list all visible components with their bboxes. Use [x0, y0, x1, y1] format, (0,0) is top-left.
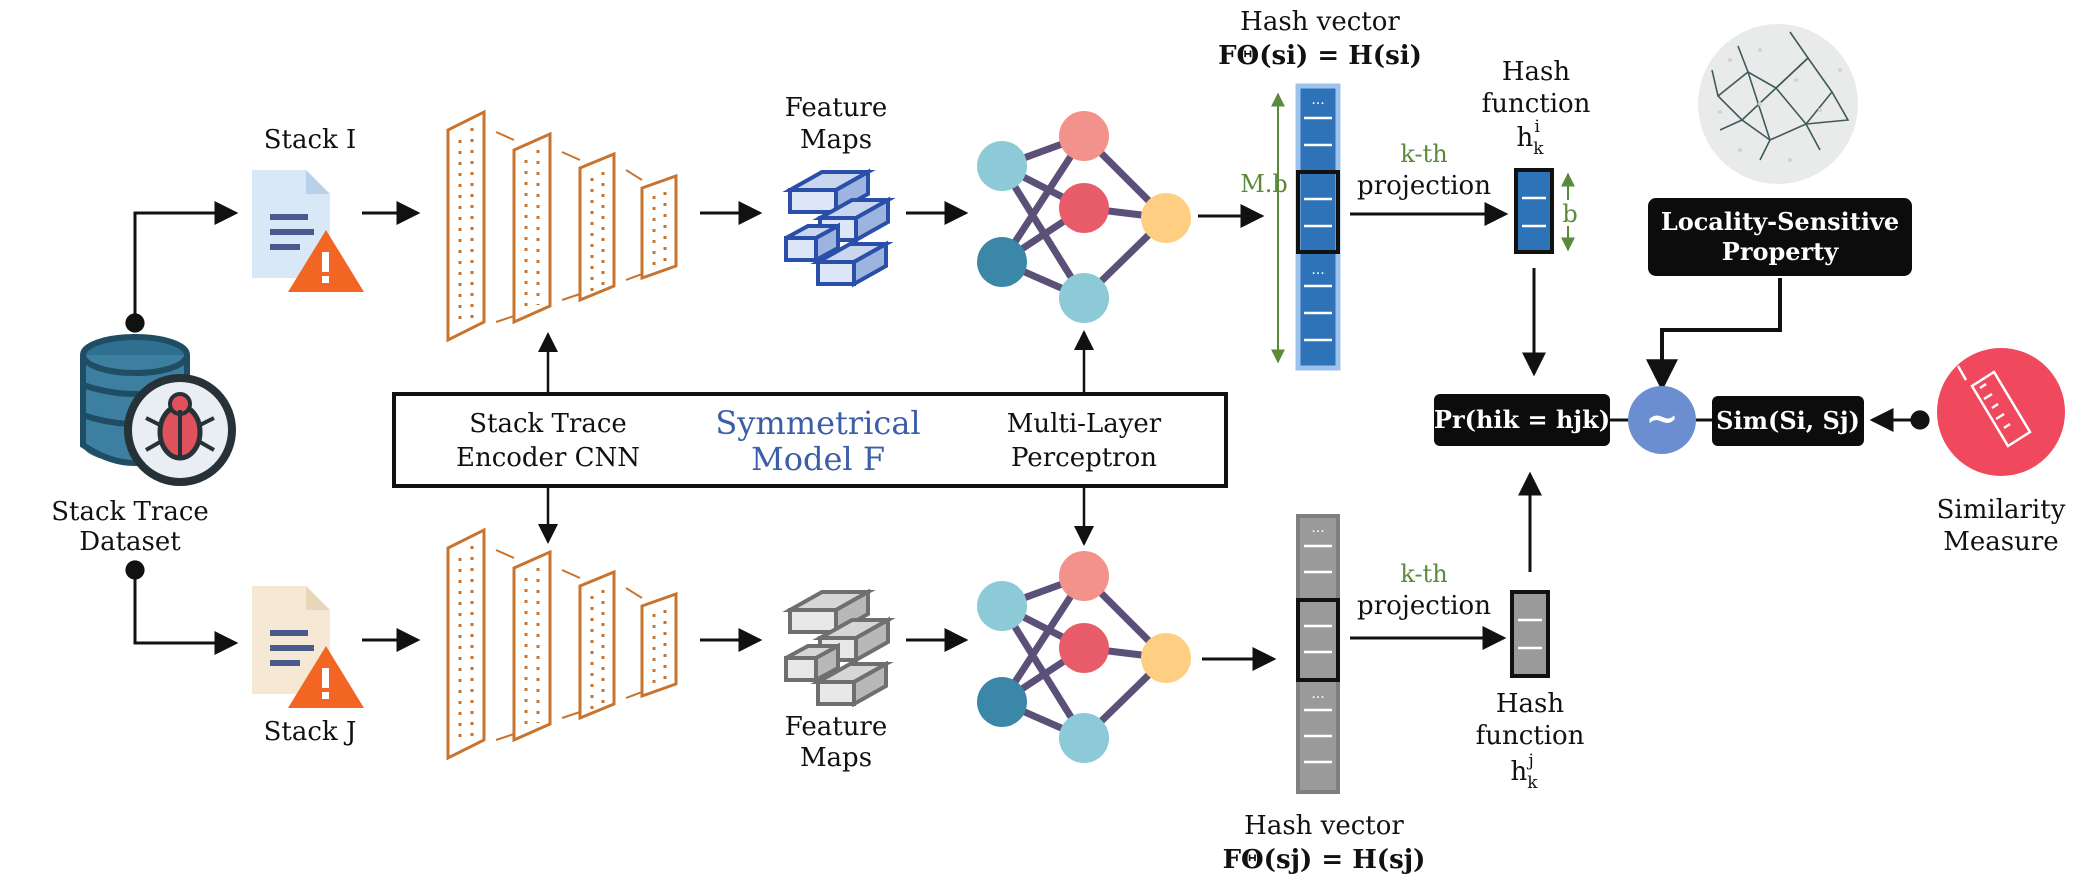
mlp-label-line1: Multi-Layer — [1007, 409, 1162, 439]
hash-vector-top-dots-upper: ... — [1311, 92, 1324, 108]
hash-function-bottom-cell — [1510, 590, 1550, 678]
hash-function-bottom-line2: function — [1476, 721, 1585, 751]
bug-icon — [124, 374, 236, 486]
symmetrical-model-box — [392, 392, 1228, 488]
b-label: b — [1562, 200, 1577, 228]
hash-vector-top — [1295, 83, 1341, 371]
dataset-label-line1: Stack Trace — [51, 497, 209, 527]
similarity-measure-line2: Measure — [1943, 527, 2058, 557]
cnn-neuron-dots-top — [458, 128, 667, 325]
lsh-property-line2: Property — [1722, 237, 1839, 266]
encoder-label-line1: Stack Trace — [469, 409, 627, 439]
hash-vector-top-formula: FΘ(si) = H(si) — [1218, 41, 1422, 71]
stack-j-label: Stack J — [264, 717, 357, 747]
cnn-layers-top — [446, 109, 678, 343]
hash-vector-top-dots-lower: ... — [1311, 262, 1324, 278]
hash-vector-bottom — [1296, 514, 1340, 794]
encoder-label-line2: Encoder CNN — [456, 443, 640, 473]
feature-maps-bottom-line2: Maps — [800, 743, 872, 773]
projection-bottom-line2: projection — [1357, 591, 1491, 621]
probability-box — [1434, 394, 1610, 446]
cnn-layers-bottom — [446, 527, 678, 761]
hash-vector-bottom-formula: FΘ(sj) = H(sj) — [1223, 845, 1426, 875]
document-warning-icon-bottom — [252, 586, 364, 708]
feature-maps-top-line2: Maps — [800, 125, 872, 155]
hash-vector-bottom-dots-upper: ... — [1311, 520, 1324, 536]
tilde-circle — [1628, 386, 1696, 454]
similarity-fn-label: Sim(Si, Sj) — [1716, 406, 1860, 435]
lsh-property-line1: Locality-Sensitive — [1661, 207, 1899, 236]
hash-function-top-line2: function — [1482, 89, 1591, 119]
hash-function-top-cell — [1514, 168, 1554, 254]
probability-label: Pr(hik = hjk) — [1434, 405, 1610, 434]
dataset-label-line2: Dataset — [79, 527, 181, 557]
projection-top-line2: projection — [1357, 171, 1491, 201]
mlp-network-top — [977, 111, 1191, 323]
feature-maps-bottom-line1: Feature — [785, 712, 888, 742]
feature-maps-icon-top — [782, 168, 896, 288]
mlp-label-line2: Perceptron — [1011, 443, 1157, 473]
hash-vector-bottom-title: Hash vector — [1244, 811, 1404, 841]
hash-function-top-symbol: hki — [1516, 117, 1544, 159]
connector-dataset-stack-j — [125, 560, 239, 655]
hash-function-bottom-symbol: hkj — [1510, 751, 1538, 793]
arrow-lsh-to-tilde — [1646, 278, 1782, 392]
projection-top-line1: k-th — [1400, 140, 1447, 168]
ruler-icon — [1956, 365, 2032, 448]
cnn-neuron-dots-bottom — [458, 546, 667, 743]
lsh-network-image — [1698, 24, 1858, 184]
hash-function-bottom-line1: Hash — [1496, 689, 1565, 719]
model-label-line2: Model F — [751, 440, 885, 478]
similarity-measure-circle — [1937, 348, 2065, 476]
b-label-bg — [1558, 200, 1580, 226]
mlp-network-bottom — [977, 551, 1191, 763]
similarity-measure-line1: Similarity — [1937, 495, 2066, 525]
model-label-line1: Symmetrical — [715, 404, 920, 442]
mb-label-bg — [1236, 168, 1276, 198]
tilde-symbol: ~ — [1645, 395, 1679, 442]
mb-label: M.b — [1240, 170, 1288, 198]
hash-vector-top-title: Hash vector — [1240, 7, 1400, 37]
projection-bottom-line1: k-th — [1400, 560, 1447, 588]
hash-function-top-line1: Hash — [1502, 57, 1571, 87]
document-warning-icon-top — [252, 170, 364, 292]
connector-dataset-stack-i — [125, 201, 239, 333]
stack-i-label: Stack I — [264, 125, 357, 155]
lsh-property-box — [1648, 198, 1912, 276]
hash-vector-bottom-dots-lower: ... — [1311, 686, 1324, 702]
similarity-fn-box — [1712, 396, 1864, 446]
feature-maps-icon-bottom — [782, 588, 896, 708]
feature-maps-top-line1: Feature — [785, 93, 888, 123]
